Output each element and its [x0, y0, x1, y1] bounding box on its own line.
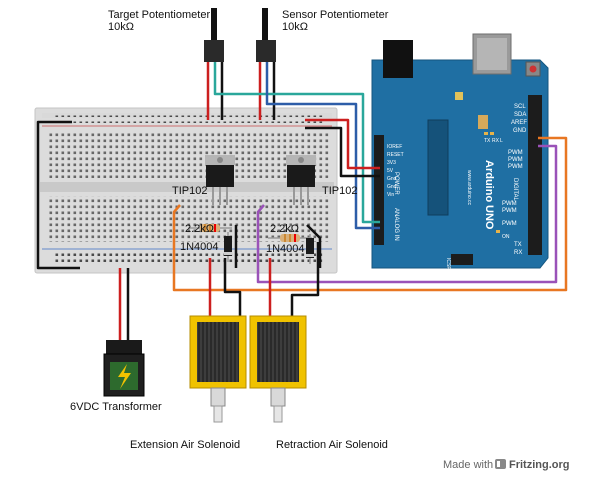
- wire-blue-signal: [265, 60, 380, 230]
- retraction-solenoid-label: Retraction Air Solenoid: [276, 439, 388, 451]
- diode-right: [306, 234, 314, 264]
- extension-solenoid: [189, 315, 247, 423]
- header-top-labels: SCL SDA AREF GND: [511, 104, 527, 134]
- diode-right-label: 1N4004: [266, 243, 305, 255]
- svg-text:5V: 5V: [387, 168, 394, 174]
- resistor-left: [188, 224, 232, 232]
- svg-text:PWM: PWM: [502, 221, 517, 227]
- svg-text:TX: TX: [484, 138, 491, 144]
- wire-teal-signal: [213, 60, 380, 224]
- svg-text:PWM: PWM: [502, 201, 517, 207]
- svg-text:GND: GND: [513, 128, 527, 134]
- wires: [36, 60, 568, 342]
- sensor-pot-label: Sensor Potentiometer: [282, 9, 389, 21]
- svg-text:Gnd: Gnd: [387, 176, 397, 182]
- tip102-left-label: TIP102: [172, 185, 207, 197]
- extension-solenoid-label: Extension Air Solenoid: [130, 439, 240, 451]
- target-potentiometer: [204, 8, 224, 62]
- transistor-right: [286, 155, 316, 205]
- target-pot-label: Target Potentiometer: [108, 9, 210, 21]
- fritzing-text: Fritzing.org: [509, 459, 570, 471]
- wire-black-ext-solenoid: [223, 258, 242, 318]
- power-pin-labels: IOREF RESET 3V3 5V Gnd Gnd Vin: [387, 144, 404, 198]
- svg-text:PWM: PWM: [508, 157, 523, 163]
- wire-red-5v: [305, 118, 380, 170]
- dc-jack-transformer: [103, 340, 145, 397]
- transformer-label: 6VDC Transformer: [70, 401, 162, 413]
- wire-orange-signal: [172, 136, 568, 292]
- diode-left-label: 1N4004: [180, 241, 219, 253]
- svg-text:SDA: SDA: [514, 112, 526, 118]
- sensor-pot-value: 10kΩ: [282, 21, 308, 33]
- arduino-model-text: UNO: [483, 205, 495, 230]
- made-with-text: Made with: [443, 459, 493, 471]
- svg-text:L: L: [500, 138, 503, 144]
- tx-label: TX: [514, 242, 522, 248]
- svg-text:RESET: RESET: [387, 152, 404, 158]
- digital-label: DIGITAL: [512, 178, 518, 202]
- diode-left: [224, 232, 232, 262]
- led-labels: TX RX L ON: [484, 138, 510, 240]
- wire-black-ret-solenoid: [290, 242, 320, 318]
- analog-label: ANALOG IN: [393, 208, 399, 241]
- svg-text:PWM: PWM: [502, 208, 517, 214]
- wire-black-gnd: [305, 126, 380, 178]
- svg-text:Vin: Vin: [387, 192, 394, 198]
- wire-purple-signal: [256, 144, 558, 284]
- rx-label: RX: [514, 250, 522, 256]
- dc-power-jack: [383, 40, 413, 78]
- svg-text:PWM: PWM: [508, 164, 523, 170]
- svg-text:3V3: 3V3: [387, 160, 396, 166]
- svg-text:ON: ON: [502, 234, 510, 240]
- svg-text:AREF: AREF: [511, 120, 527, 126]
- wire-ground-left: [36, 120, 80, 270]
- fritzing-logo-icon: [495, 459, 506, 469]
- power-label: POWER: [393, 172, 399, 195]
- svg-text:Gnd: Gnd: [387, 184, 397, 190]
- resistor-right-label: 2.2kΩ: [270, 223, 299, 235]
- resistor-right: [268, 234, 312, 242]
- tip102-right-label: TIP102: [322, 185, 357, 197]
- svg-text:SCL: SCL: [514, 104, 526, 110]
- svg-text:PWM: PWM: [508, 150, 523, 156]
- arduino-uno-board: Arduino UNO www.arduino.cc DIGITAL POWER…: [371, 33, 549, 270]
- icsp-label: ICSP: [445, 258, 451, 270]
- svg-text:RX: RX: [492, 138, 500, 144]
- pwm-labels: PWM PWM PWM PWM PWM PWM: [502, 150, 523, 227]
- lightning-icon: [118, 364, 131, 389]
- resistor-left-label: 2.2kΩ: [185, 223, 214, 235]
- arduino-site-text: www.arduino.cc: [466, 170, 472, 206]
- target-pot-value: 10kΩ: [108, 21, 134, 33]
- transistor-left: [205, 155, 235, 205]
- atmega-chip: [427, 119, 449, 216]
- arduino-brand-text: Arduino: [483, 160, 495, 202]
- sensor-potentiometer: [256, 8, 276, 62]
- retraction-solenoid: [249, 315, 307, 423]
- svg-text:IOREF: IOREF: [387, 144, 402, 150]
